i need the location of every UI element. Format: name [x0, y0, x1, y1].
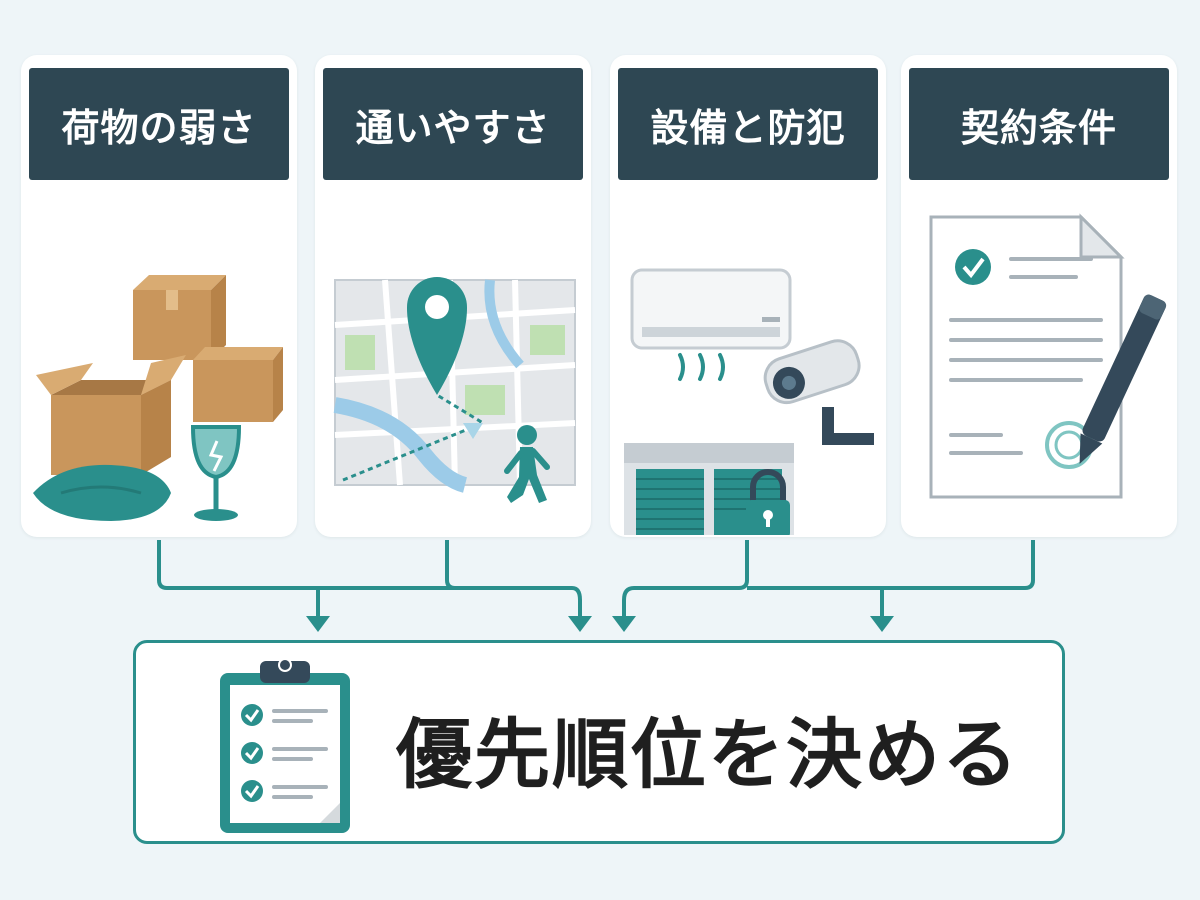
card-contract: 契約条件 — [901, 55, 1177, 537]
card-access: 通いやすさ — [315, 55, 591, 537]
checklist-clipboard-icon — [220, 658, 350, 833]
card-facilities: 設備と防犯 — [610, 55, 886, 537]
card-title-fragility: 荷物の弱さ — [29, 68, 289, 180]
facility-security-illustration — [624, 268, 874, 535]
card-title-contract: 契約条件 — [909, 68, 1169, 180]
card-fragility: 荷物の弱さ — [21, 55, 297, 537]
card-title-access: 通いやすさ — [323, 68, 583, 180]
card-title-facilities: 設備と防犯 — [618, 68, 878, 180]
contract-document-illustration — [929, 213, 1167, 499]
fragile-goods-illustration — [33, 275, 283, 521]
result-box: 優先順位を決める — [133, 640, 1065, 844]
result-label: 優先順位を決める — [396, 710, 1020, 799]
map-route-illustration — [333, 277, 576, 503]
